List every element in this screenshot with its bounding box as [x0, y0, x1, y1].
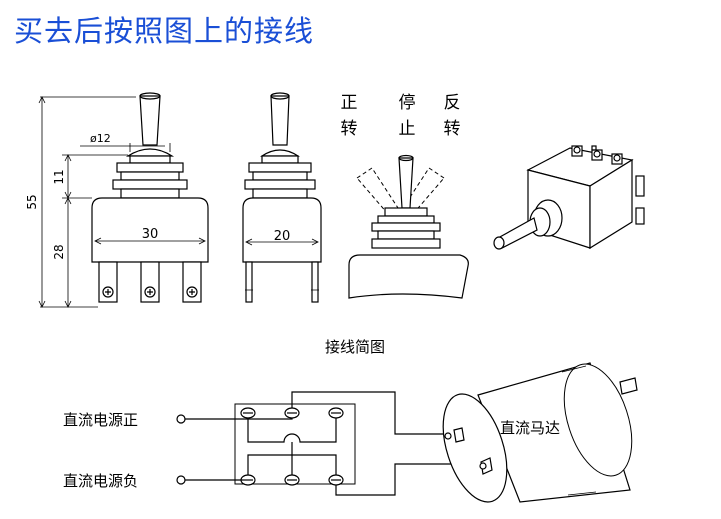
front-body [91, 197, 209, 263]
top-terminals [240, 407, 344, 419]
motor-front-face [442, 393, 508, 503]
switch-3d-terminals [571, 145, 645, 225]
bottom-terminals [240, 474, 344, 486]
panel-cutaway [348, 254, 469, 299]
position-labels: 正 转 停 止 反 转 [341, 93, 461, 139]
dc-negative-label: 直流电源负 [63, 472, 138, 490]
dc-motor-label: 直流马达 [500, 419, 560, 437]
position-center-2: 止 [399, 119, 416, 139]
front-terminals [98, 261, 202, 303]
front-nut-3 [120, 188, 180, 199]
dc-positive-label: 直流电源正 [63, 411, 138, 429]
position-right-1: 反 [444, 93, 461, 113]
wiring-diagram [176, 391, 480, 496]
positive-wire [185, 418, 293, 420]
front-nut-2 [120, 171, 180, 181]
front-lever-tip [139, 92, 161, 100]
position-left-1: 正 [341, 93, 358, 113]
lever-center [398, 157, 414, 209]
diameter-dimension: ø12 [90, 132, 111, 145]
side-body [242, 197, 322, 263]
front-lever [139, 95, 161, 146]
position-center-1: 停 [399, 93, 416, 113]
position-left-2: 转 [341, 119, 358, 139]
body-width-dimension: 30 [142, 227, 159, 242]
wiring-caption: 接线简图 [325, 338, 385, 356]
body-height-dimension: 28 [52, 244, 66, 259]
motor-wire-top [291, 391, 447, 435]
side-lever [270, 95, 290, 146]
position-right-2: 转 [444, 119, 461, 139]
front-bushing-1 [129, 155, 171, 164]
switch-3d-view [493, 145, 645, 250]
negative-terminal-circle [176, 475, 186, 485]
side-lever-tip [270, 92, 290, 100]
side-view [242, 92, 322, 303]
lever-positions-view [348, 154, 469, 299]
page-title: 买去后按照图上的接线 [14, 14, 315, 48]
front-view [38, 92, 209, 308]
lever-ghost-left [356, 167, 399, 215]
motor-shaft [619, 377, 638, 395]
front-washer [112, 179, 188, 190]
cross-wire-top [247, 418, 337, 443]
front-dome [125, 148, 175, 157]
positive-terminal-circle [176, 414, 186, 424]
front-nut-1 [116, 162, 184, 173]
side-width-dimension: 20 [274, 229, 291, 244]
motor-wire-bottom [335, 463, 480, 496]
bushing-height-dimension: 11 [52, 169, 66, 184]
dc-motor [442, 362, 638, 503]
front-dimensions [38, 96, 206, 308]
total-height-dimension: 55 [25, 194, 39, 209]
